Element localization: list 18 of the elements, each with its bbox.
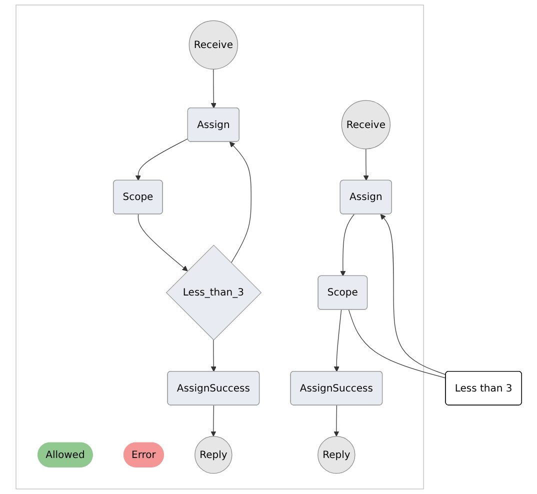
arrow — [363, 148, 369, 181]
arrow — [333, 405, 339, 437]
cluster — [15, 4, 424, 490]
arrow — [138, 214, 188, 272]
arrow — [210, 68, 216, 108]
arrow — [340, 214, 354, 276]
arrow — [380, 214, 446, 376]
node-circle: Reply — [194, 436, 232, 474]
arrow — [210, 405, 216, 437]
connector — [348, 309, 446, 378]
node-circle: Receive — [188, 20, 238, 70]
node-diamond: Less_than_3 — [166, 244, 262, 340]
arrow — [334, 309, 342, 372]
arrow — [229, 142, 252, 264]
node-circle: Receive — [341, 100, 390, 150]
node-circle: Reply — [317, 436, 355, 474]
arrow — [135, 138, 188, 181]
arrow — [210, 340, 216, 372]
